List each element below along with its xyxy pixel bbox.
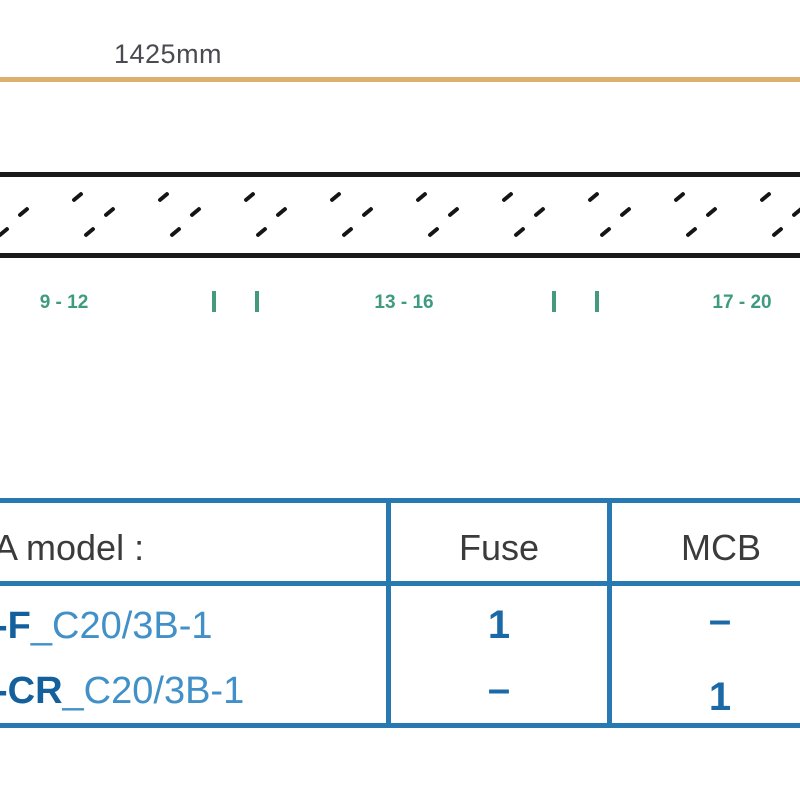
mcb-value-row2: 1 — [708, 675, 732, 719]
table-row-model-cr: -CR_C20/3B-1 — [0, 670, 245, 712]
model-name-rest: _C20/3B-1 — [62, 670, 245, 712]
dimension-line — [0, 77, 800, 82]
fuse-value-row1: 1 — [487, 603, 511, 647]
table-border-bottom — [0, 723, 800, 728]
model-name-bold: -F — [0, 605, 31, 647]
segment-tick — [552, 291, 556, 312]
segment-tick — [255, 291, 259, 312]
model-name-rest: _C20/3B-1 — [30, 605, 213, 647]
fuse-value-row2: – — [487, 667, 511, 711]
segment-label-17-20: 17 - 20 — [712, 292, 772, 313]
column-header-mcb: MCB — [681, 527, 761, 568]
table-row-model-f: -F_C20/3B-1 — [0, 605, 213, 647]
mcb-value-row1: – — [708, 598, 732, 642]
hatched-bar — [0, 172, 800, 258]
segment-label-13-16: 13 - 16 — [374, 292, 434, 313]
dimension-label: 1425mm — [114, 39, 223, 69]
segment-label-9-12: 9 - 12 — [39, 292, 89, 313]
column-header-model: A model : — [0, 527, 145, 568]
segment-tick — [595, 291, 599, 312]
hatch-pattern — [0, 177, 800, 253]
table-border-top — [0, 498, 800, 503]
model-name-bold: -CR — [0, 670, 63, 712]
table-column-separator-2 — [607, 498, 612, 728]
table-column-separator-1 — [386, 498, 391, 728]
column-header-fuse: Fuse — [458, 527, 540, 568]
table-header-separator — [0, 581, 800, 586]
segment-tick — [212, 291, 216, 312]
